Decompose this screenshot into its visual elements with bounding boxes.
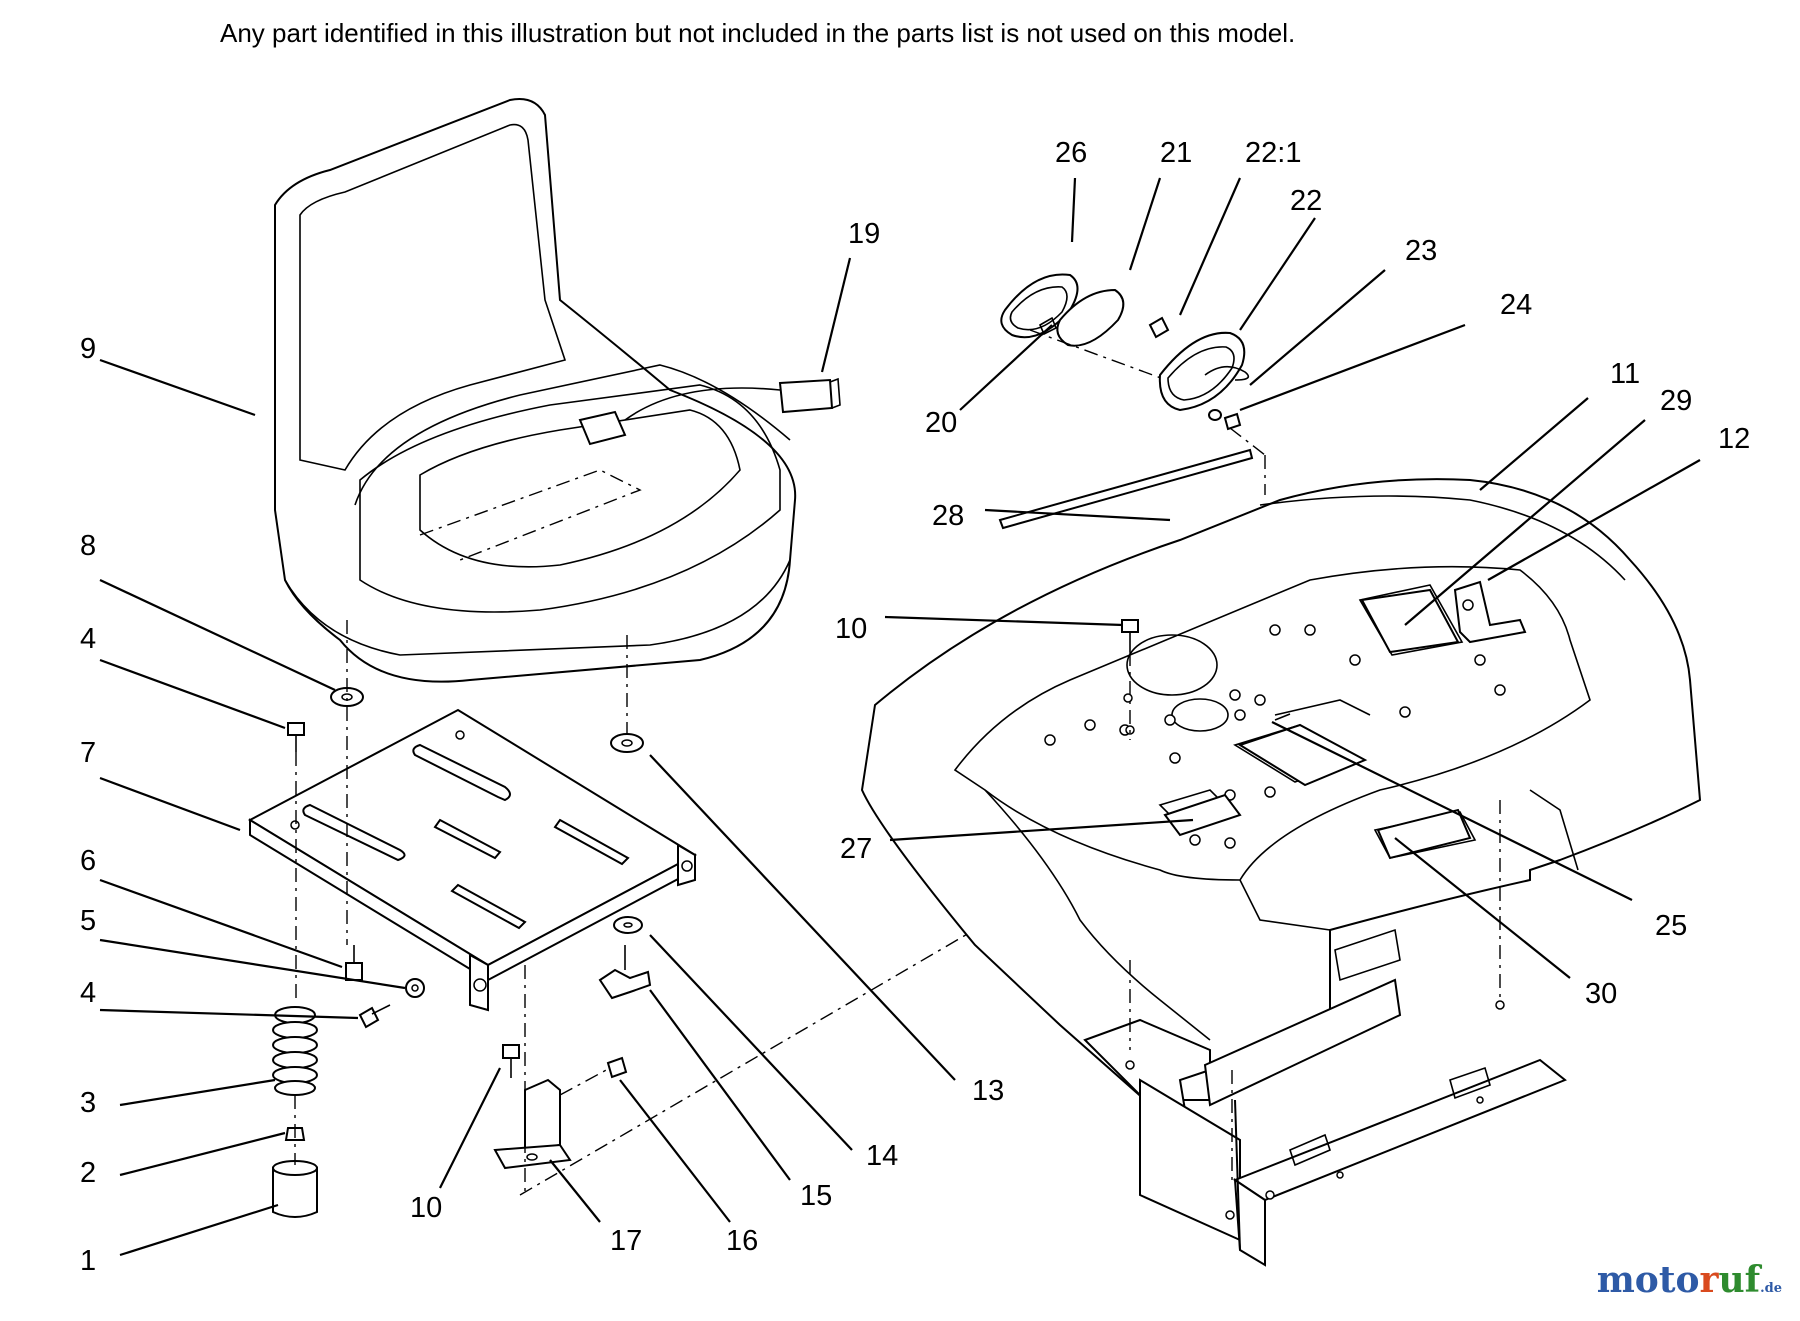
callout-7: 7 — [80, 737, 96, 769]
callout-13: 13 — [972, 1075, 1004, 1107]
callout-16: 16 — [726, 1225, 758, 1257]
callout-3: 3 — [80, 1087, 96, 1119]
seat-drawing — [274, 98, 841, 683]
callout-6: 6 — [80, 845, 96, 877]
light-assembly-drawing — [1000, 273, 1266, 495]
seat-plate-drawing — [247, 708, 698, 1012]
callout-10-lower: 10 — [410, 1192, 442, 1224]
callout-1: 1 — [80, 1245, 96, 1277]
callout-19: 19 — [848, 218, 880, 250]
callout-9: 9 — [80, 333, 96, 365]
callout-22: 22 — [1290, 185, 1322, 217]
callout-12: 12 — [1718, 423, 1750, 455]
callout-25: 25 — [1655, 910, 1687, 942]
callout-30: 30 — [1585, 978, 1617, 1010]
callout-20: 20 — [925, 407, 957, 439]
callout-24: 24 — [1500, 289, 1532, 321]
watermark-part-2: r — [1699, 1259, 1719, 1301]
mount-frame-drawing — [1083, 800, 1567, 1267]
fender-drawing — [860, 448, 1702, 1101]
callout-15: 15 — [800, 1180, 832, 1212]
callout-22-1: 22:1 — [1245, 137, 1301, 169]
callout-4-lower: 4 — [80, 977, 96, 1009]
callout-10-upper: 10 — [835, 613, 867, 645]
watermark-logo: motoruf.de — [1597, 1259, 1782, 1301]
callout-23: 23 — [1405, 235, 1437, 267]
callout-26: 26 — [1055, 137, 1087, 169]
callout-5: 5 — [80, 905, 96, 937]
callout-28: 28 — [932, 500, 964, 532]
header-note: Any part identified in this illustration… — [220, 18, 1296, 48]
callout-8: 8 — [80, 530, 96, 562]
watermark-suffix: .de — [1760, 1281, 1782, 1296]
callout-29: 29 — [1660, 385, 1692, 417]
callout-27: 27 — [840, 833, 872, 865]
callout-labels: 9 19 8 4 7 6 5 4 3 2 1 10 17 16 15 14 13… — [80, 137, 1750, 1277]
callout-2: 2 — [80, 1157, 96, 1189]
leader-lines — [99, 177, 1701, 1257]
watermark-part-1: moto — [1596, 1259, 1700, 1301]
callout-11: 11 — [1610, 358, 1640, 390]
bracket-hardware-drawing — [493, 914, 1001, 1196]
callout-17: 17 — [610, 1225, 642, 1257]
watermark-part-3: uf — [1718, 1259, 1761, 1301]
left-hardware-drawing — [272, 620, 644, 1218]
callout-4-upper: 4 — [80, 623, 96, 655]
callout-21: 21 — [1160, 137, 1192, 169]
callout-14: 14 — [866, 1140, 898, 1172]
